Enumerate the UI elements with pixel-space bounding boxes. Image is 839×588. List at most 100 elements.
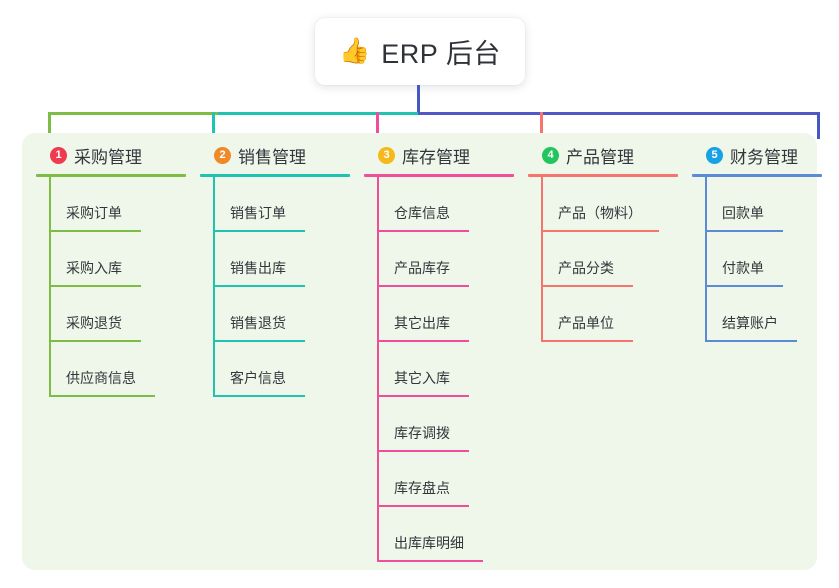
category-header-4[interactable]: 4 产品管理 [528, 142, 678, 168]
category-item[interactable]: 产品（物料） [528, 177, 678, 232]
category-item-label: 销售退货 [230, 315, 286, 331]
category-items-list: 仓库信息产品库存其它出库其它入库库存调拨库存盘点出库库明细 [364, 177, 514, 562]
category-header-2[interactable]: 2 销售管理 [200, 142, 350, 168]
category-column-5[interactable]: 5 财务管理回款单付款单结算账户 [692, 142, 822, 342]
category-column-2[interactable]: 2 销售管理销售订单销售出库销售退货客户信息 [200, 142, 350, 397]
root-node-title: ERP 后台 [381, 39, 501, 69]
category-item[interactable]: 付款单 [692, 232, 822, 287]
category-item[interactable]: 销售订单 [200, 177, 350, 232]
category-item-label: 回款单 [722, 205, 764, 221]
category-item-underline [377, 450, 469, 452]
category-item-underline [49, 285, 141, 287]
category-item[interactable]: 其它入库 [364, 342, 514, 397]
category-item[interactable]: 采购退货 [36, 287, 186, 342]
category-item-underline [213, 340, 305, 342]
category-item[interactable]: 其它出库 [364, 287, 514, 342]
category-item[interactable]: 供应商信息 [36, 342, 186, 397]
category-header-5[interactable]: 5 财务管理 [692, 142, 822, 168]
category-items-list: 产品（物料） 产品分类产品单位 [528, 177, 678, 342]
category-column-1[interactable]: 1 采购管理采购订单采购入库采购退货供应商信息 [36, 142, 186, 397]
category-item-label: 其它出库 [394, 315, 450, 331]
category-item[interactable]: 仓库信息 [364, 177, 514, 232]
category-number-badge: 4 [542, 146, 559, 164]
drop-connector-column-3 [376, 112, 379, 139]
category-item-underline [541, 340, 633, 342]
category-item-underline [705, 230, 783, 232]
category-item-label: 采购退货 [66, 315, 122, 331]
drop-connector-column-2 [212, 112, 215, 139]
category-spine-line [49, 177, 51, 397]
category-item-label: 仓库信息 [394, 205, 450, 221]
category-item-underline [377, 340, 469, 342]
drop-connector-column-5 [817, 112, 820, 139]
category-item[interactable]: 回款单 [692, 177, 822, 232]
category-item-underline [377, 560, 483, 562]
category-item[interactable]: 库存盘点 [364, 452, 514, 507]
category-item-label: 其它入库 [394, 370, 450, 386]
category-item-underline [213, 395, 305, 397]
category-spine-line [541, 177, 543, 342]
category-item[interactable]: 出库库明细 [364, 507, 514, 562]
category-number-badge: 3 [378, 146, 395, 164]
category-item[interactable]: 产品库存 [364, 232, 514, 287]
drop-connector-column-4 [540, 112, 543, 139]
category-item-label: 采购订单 [66, 205, 122, 221]
category-title: 销售管理 [238, 147, 306, 167]
drop-connector-column-1 [48, 112, 51, 139]
category-item-label: 结算账户 [722, 315, 778, 331]
category-number-badge: 2 [214, 146, 231, 164]
category-item[interactable]: 销售退货 [200, 287, 350, 342]
category-items-list: 回款单付款单结算账户 [692, 177, 822, 342]
category-item-label: 产品库存 [394, 260, 450, 276]
category-items-list: 采购订单采购入库采购退货供应商信息 [36, 177, 186, 397]
category-title: 产品管理 [566, 147, 634, 167]
category-items-list: 销售订单销售出库销售退货客户信息 [200, 177, 350, 397]
category-item-underline [541, 285, 633, 287]
category-item-underline [377, 505, 469, 507]
category-item[interactable]: 产品分类 [528, 232, 678, 287]
category-item[interactable]: 结算账户 [692, 287, 822, 342]
category-item-label: 采购入库 [66, 260, 122, 276]
bus-connector-segment-3 [418, 112, 820, 115]
category-item-underline [377, 395, 469, 397]
category-spine-line [377, 177, 379, 562]
category-item[interactable]: 库存调拨 [364, 397, 514, 452]
category-item[interactable]: 销售出库 [200, 232, 350, 287]
category-item-label: 产品单位 [558, 315, 614, 331]
category-item-underline [377, 230, 469, 232]
category-underline [364, 174, 514, 177]
category-spine-line [705, 177, 707, 342]
category-item-label: 付款单 [722, 260, 764, 276]
category-item-label: 产品（物料） [558, 205, 642, 221]
category-column-3[interactable]: 3 库存管理仓库信息产品库存其它出库其它入库库存调拨库存盘点出库库明细 [364, 142, 514, 562]
category-number-badge: 5 [706, 146, 723, 164]
category-number-badge: 1 [50, 146, 67, 164]
category-item-label: 出库库明细 [394, 535, 464, 551]
category-item-label: 库存盘点 [394, 480, 450, 496]
category-title: 财务管理 [730, 147, 798, 167]
category-item-underline [541, 230, 659, 232]
category-header-1[interactable]: 1 采购管理 [36, 142, 186, 168]
trunk-connector-vertical [417, 85, 420, 113]
category-item-underline [213, 285, 305, 287]
root-node-card[interactable]: 👍 ERP 后台 [315, 18, 525, 85]
category-title: 采购管理 [74, 147, 142, 167]
category-item-label: 客户信息 [230, 370, 286, 386]
category-underline [692, 174, 822, 177]
thumbs-up-icon: 👍 [339, 37, 371, 65]
category-item-underline [49, 395, 155, 397]
category-item-label: 产品分类 [558, 260, 614, 276]
category-spine-line [213, 177, 215, 397]
category-item-underline [705, 340, 797, 342]
category-item[interactable]: 产品单位 [528, 287, 678, 342]
category-header-3[interactable]: 3 库存管理 [364, 142, 514, 168]
category-underline [36, 174, 186, 177]
category-title: 库存管理 [402, 147, 470, 167]
category-column-4[interactable]: 4 产品管理产品（物料） 产品分类产品单位 [528, 142, 678, 342]
category-item[interactable]: 客户信息 [200, 342, 350, 397]
category-underline [200, 174, 350, 177]
diagram-board [22, 133, 817, 570]
category-item-label: 供应商信息 [66, 370, 136, 386]
category-item[interactable]: 采购入库 [36, 232, 186, 287]
category-item[interactable]: 采购订单 [36, 177, 186, 232]
